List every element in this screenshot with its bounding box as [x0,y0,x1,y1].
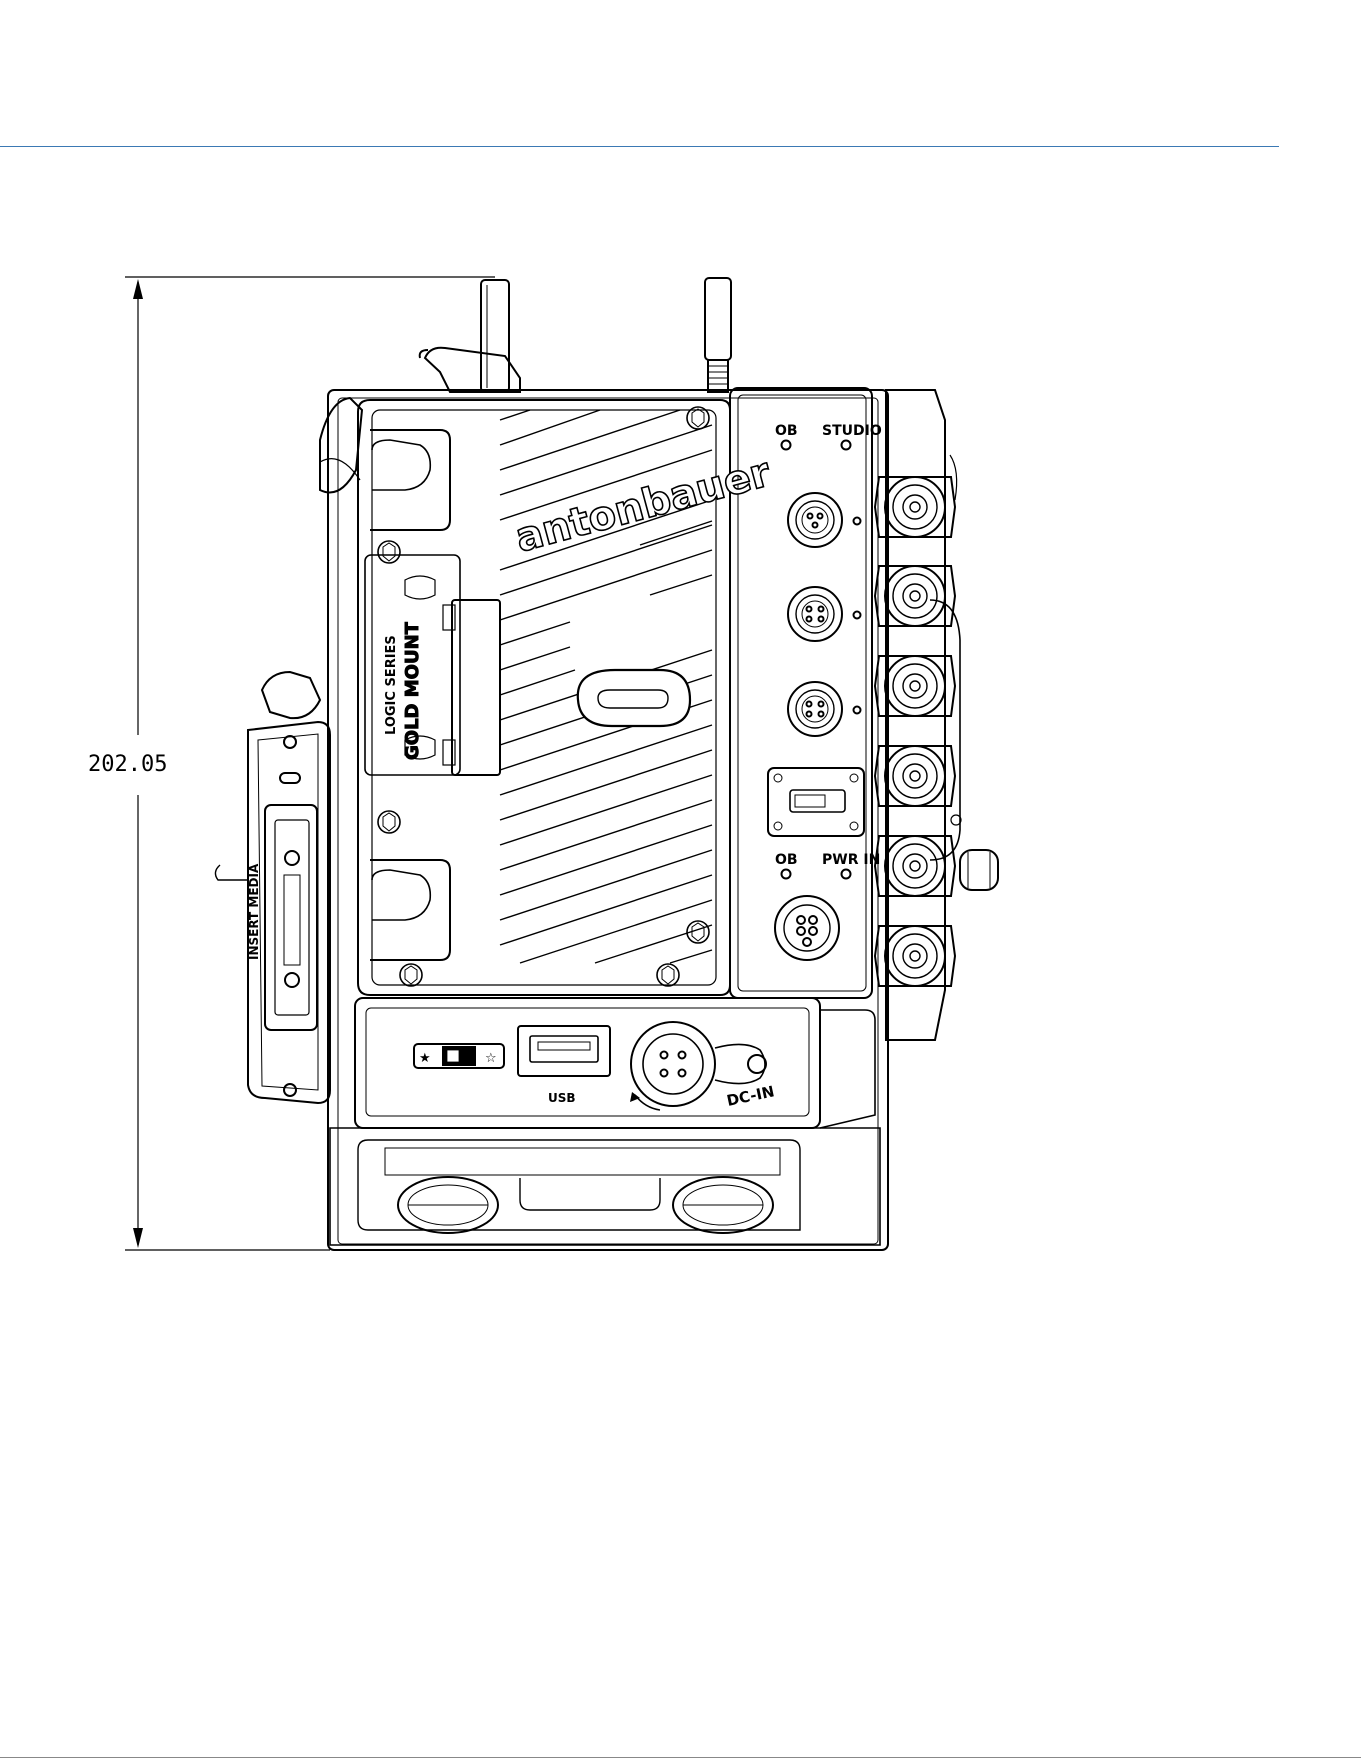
studio-label: STUDIO [822,423,882,439]
pwr-in-label: PWR IN [822,852,880,868]
dc-in-label: DC-IN [725,1082,776,1110]
side-lever [262,398,362,718]
switch-star-left-icon: ★ [419,1051,431,1066]
lower-plate [355,998,875,1128]
footer-rule [0,1757,1361,1758]
media-door [215,722,330,1103]
switch-star-right-icon: ☆ [485,1051,497,1066]
usb-label: USB [548,1091,576,1105]
top-rods [420,278,731,392]
bnc-column [875,390,998,1040]
ob-top-label: OB [775,423,798,439]
height-dimension [125,277,495,1250]
brand-logo: antonbauer [511,449,776,561]
dimension-value: 202.05 [88,752,167,777]
mount-name-label: GOLD MOUNT [402,621,423,760]
insert-media-label: INSERT MEDIA [247,863,261,960]
base-clamps [330,1128,880,1245]
ob-bottom-label: OB [775,852,798,868]
mount-series-label: LOGIC SERIES [384,635,399,735]
